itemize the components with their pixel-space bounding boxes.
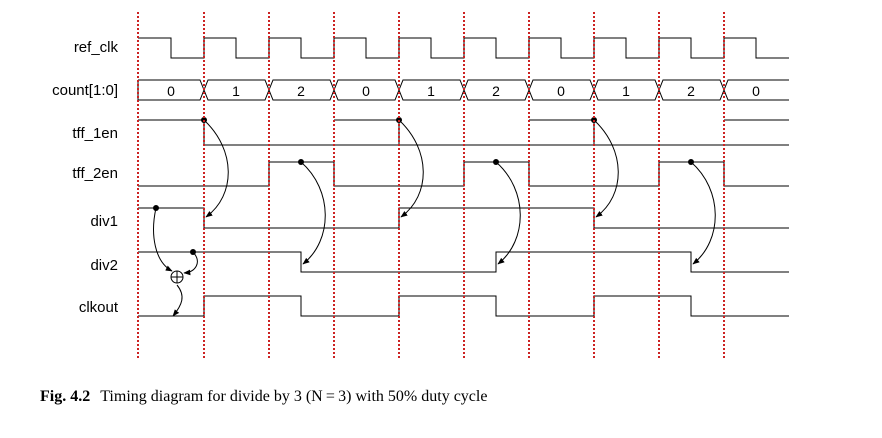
label-tff-1en: tff_1en bbox=[72, 125, 118, 142]
label-count: count[1:0] bbox=[52, 82, 118, 99]
clkout-waveform bbox=[138, 295, 789, 317]
count-value: 2 bbox=[687, 83, 695, 99]
figure-caption: Fig. 4.2 Timing diagram for divide by 3 (… bbox=[40, 388, 487, 406]
arrow-div2-to-xor bbox=[183, 251, 198, 276]
arrow-tff2en-to-div2 bbox=[690, 161, 716, 265]
arrow-tff1en-to-div1 bbox=[203, 119, 229, 218]
arrow-tff1en-to-div1 bbox=[593, 119, 619, 218]
caption-text: Timing diagram for divide by 3 (N = 3) w… bbox=[100, 388, 488, 405]
count-values: 0 1 2 0 1 2 0 1 2 0 bbox=[167, 83, 760, 99]
xor-icon bbox=[170, 270, 184, 284]
count-value: 0 bbox=[557, 83, 565, 99]
count-value: 2 bbox=[297, 83, 305, 99]
caption-label: Fig. 4.2 bbox=[40, 388, 91, 405]
div2-waveform bbox=[138, 251, 789, 273]
count-value: 0 bbox=[752, 83, 760, 99]
count-value: 2 bbox=[492, 83, 500, 99]
label-tff-2en: tff_2en bbox=[72, 165, 118, 182]
arrow-div1-to-xor bbox=[153, 207, 173, 272]
label-div2: div2 bbox=[90, 257, 118, 274]
label-ref-clk: ref_clk bbox=[74, 39, 119, 56]
timing-diagram: ref_clk count[1:0] tff_1en tff_2en div1 … bbox=[52, 12, 789, 360]
causal-arrows bbox=[153, 119, 716, 317]
count-value: 0 bbox=[362, 83, 370, 99]
arrow-xor-to-clkout bbox=[172, 284, 183, 317]
count-value: 1 bbox=[622, 83, 630, 99]
count-value: 0 bbox=[167, 83, 175, 99]
label-clkout: clkout bbox=[79, 299, 119, 316]
clock-edge-markers bbox=[137, 12, 725, 360]
count-value: 1 bbox=[232, 83, 240, 99]
arrow-tff2en-to-div2 bbox=[495, 161, 521, 265]
count-value: 1 bbox=[427, 83, 435, 99]
arrow-tff1en-to-div1 bbox=[398, 119, 424, 218]
arrow-tff2en-to-div2 bbox=[300, 161, 326, 265]
label-div1: div1 bbox=[90, 213, 118, 230]
